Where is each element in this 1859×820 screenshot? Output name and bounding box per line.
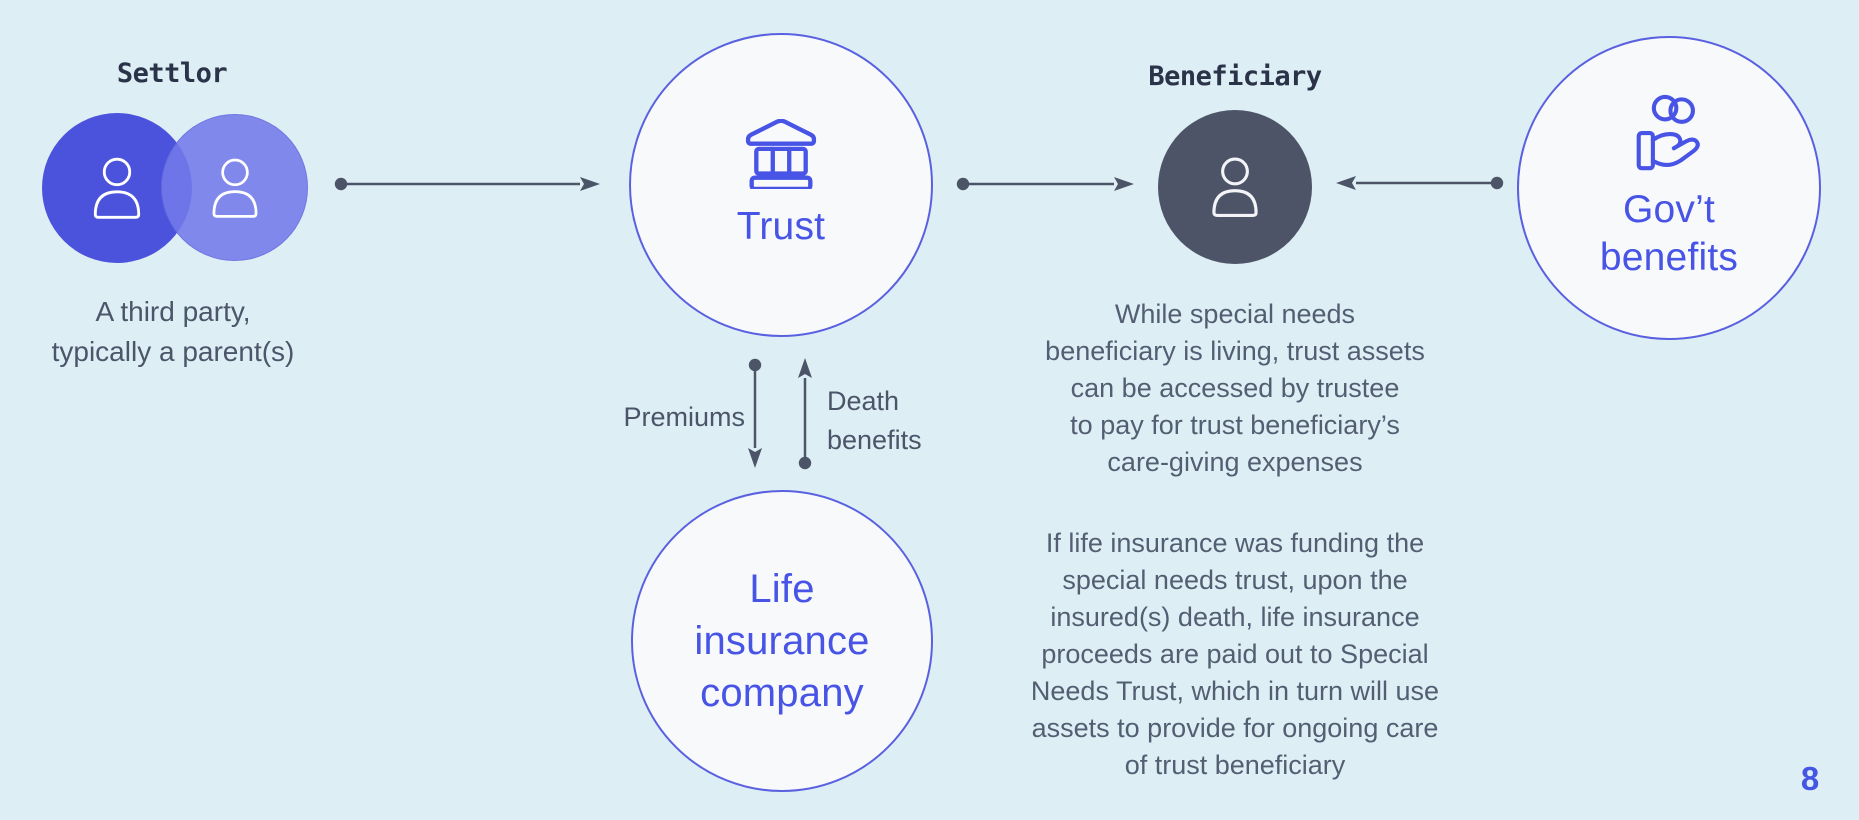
person-icon	[1205, 154, 1265, 220]
beneficiary-note-living: While special needs beneficiary is livin…	[1045, 299, 1425, 477]
life-insurance-node: Life insurance company	[631, 490, 933, 792]
beneficiary-note-death: If life insurance was funding the specia…	[1030, 528, 1440, 780]
bank-icon	[745, 119, 817, 189]
arrow-trust-to-insurer	[748, 358, 762, 468]
page-number: 8	[1800, 760, 1820, 797]
settlor-heading: Settlor	[116, 58, 228, 89]
life-insurance-label: Life insurance company	[694, 567, 870, 715]
arrow-gov-to-beneficiary	[1336, 176, 1504, 190]
arrow-settlor-to-trust	[334, 177, 600, 191]
arrow-trust-to-beneficiary	[956, 177, 1134, 191]
beneficiary-heading: Beneficiary	[1148, 61, 1322, 92]
premiums-label: Premiums	[623, 402, 745, 432]
gov-benefits-label: Gov’t benefits	[1599, 188, 1739, 279]
trust-label: Trust	[736, 205, 826, 248]
arrow-insurer-to-trust	[798, 358, 812, 470]
trust-node: Trust	[629, 33, 933, 337]
coins-in-hand-icon	[1624, 94, 1714, 178]
death-benefits-label: Death benefits	[827, 386, 922, 455]
settlor-caption: A third party, typically a parent(s)	[51, 296, 295, 367]
person-icon	[205, 155, 265, 221]
gov-benefits-node: Gov’t benefits	[1517, 36, 1821, 340]
beneficiary-avatar	[1158, 110, 1312, 264]
person-icon	[86, 154, 148, 222]
settlor-avatar-light	[161, 114, 308, 261]
